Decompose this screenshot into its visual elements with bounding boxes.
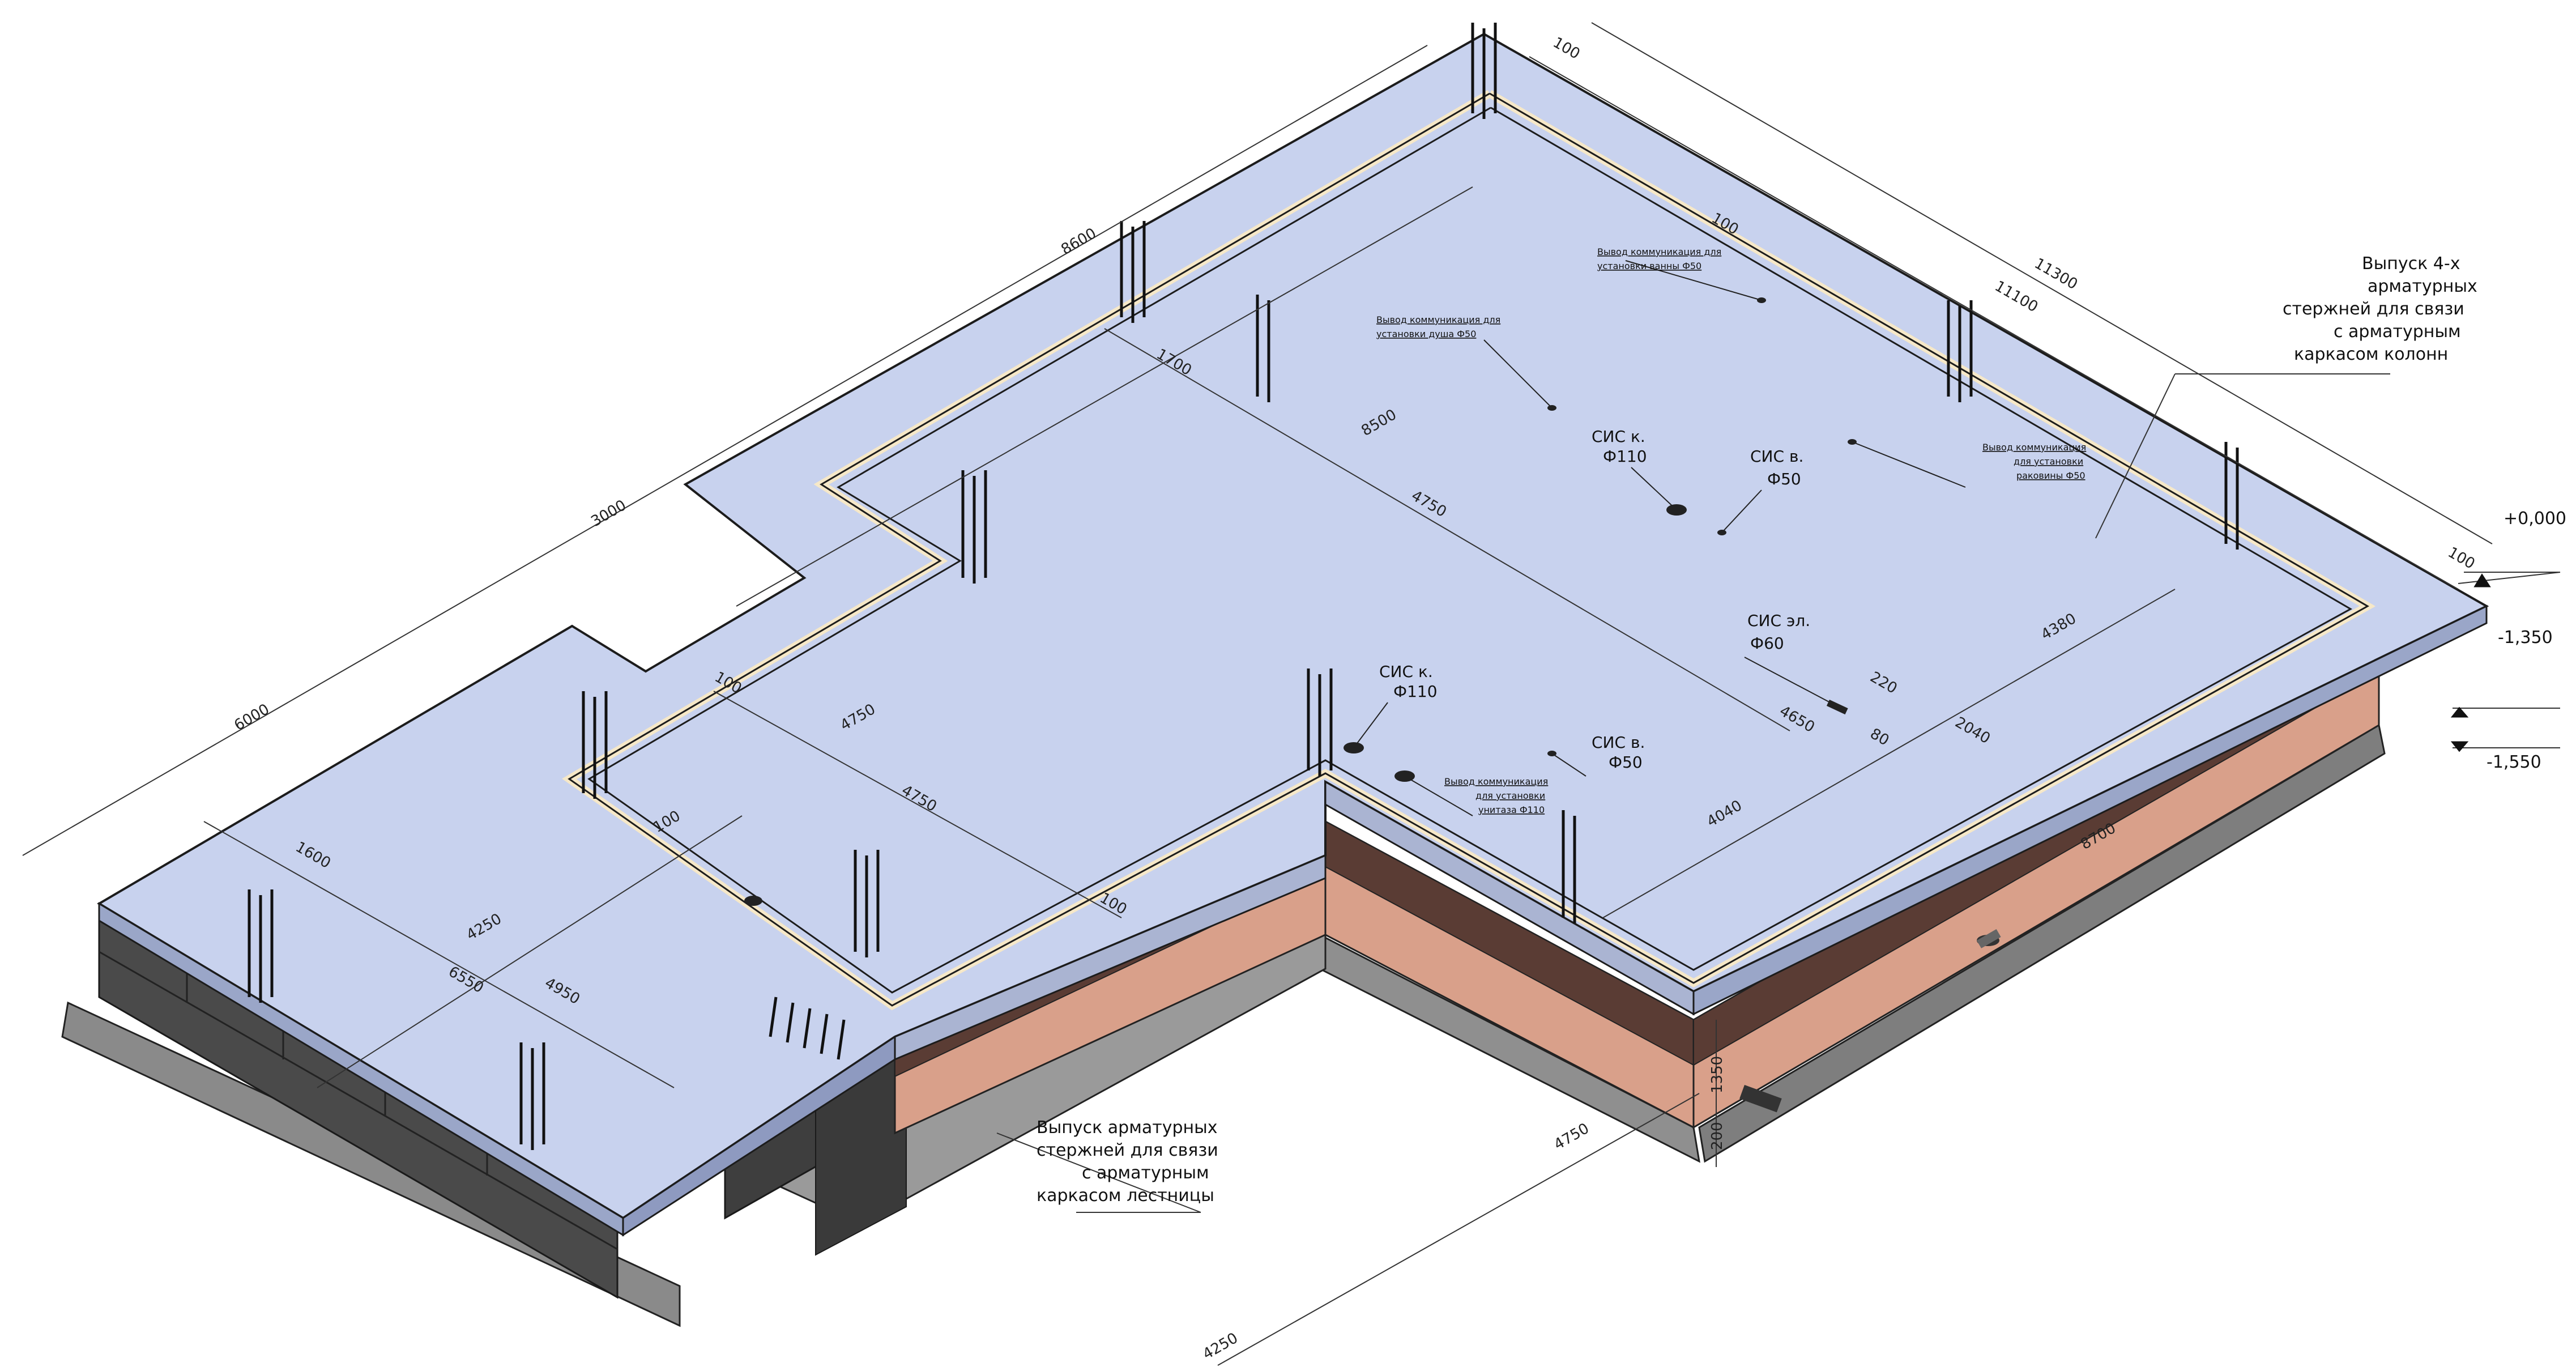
note-toilet-1: Вывод коммуникация (1444, 776, 1548, 787)
tag-sis-k-top-1: СИС к. (1592, 427, 1645, 446)
tag-sis-v-bottom-1: СИС в. (1592, 733, 1645, 752)
callout-columns-4: с арматурным (2334, 322, 2461, 342)
callout-stairs-1: Выпуск арматурных (1037, 1118, 1218, 1138)
beam-lines (562, 90, 2376, 1011)
level-minus1550: -1,550 (2487, 752, 2541, 772)
dim-200: 200 (1709, 1122, 1726, 1150)
level-minus1350: -1,350 (2498, 628, 2553, 648)
tag-sis-v-bottom-2: Ф50 (1609, 753, 1643, 772)
footing-strip-east (1698, 723, 2386, 1163)
note-sink-2: для установки (2014, 456, 2083, 467)
vent-east (1977, 929, 2001, 948)
dim-1350: 1350 (1709, 1056, 1726, 1093)
note-sink-1: Вывод коммуникация (1982, 442, 2086, 453)
rebar-clusters (248, 23, 2239, 1150)
slab-edge-stair (622, 1035, 896, 1237)
callout-columns-5: каркасом колонн (2294, 344, 2448, 364)
callout-stairs-2: стержней для связи (1037, 1140, 1218, 1160)
level-zero: +0,000 (2504, 509, 2566, 529)
note-toilet-3: унитаза Ф110 (1478, 804, 1545, 815)
dim-4250-bottom: 4250 (1200, 1330, 1241, 1363)
note-bath-1: Вывод коммуникация для (1597, 246, 1721, 257)
note-shower-2: установки душа Ф50 (1376, 329, 1476, 339)
dimension-lines (22, 22, 2561, 1366)
note-shower-1: Вывод коммуникация для (1376, 314, 1500, 325)
dim-100-right: 100 (2445, 544, 2478, 573)
pipe-stub (1739, 1085, 1782, 1113)
callout-stairs-4: каркасом лестницы (1037, 1186, 1214, 1206)
callout-stairs-3: с арматурным (1082, 1163, 1209, 1183)
tag-sis-k-bottom-1: СИС к. (1379, 662, 1433, 681)
dim-100-top: 100 (1550, 34, 1583, 63)
note-sink-3: раковины Ф50 (2016, 470, 2085, 481)
note-toilet-2: для установки (1475, 790, 1545, 801)
tag-leaders (1353, 260, 1966, 816)
tag-sis-k-bottom-2: Ф110 (1393, 682, 1438, 701)
callout-columns-1: Выпуск 4-х (2362, 254, 2460, 274)
note-bath-2: установки ванны Ф50 (1597, 261, 1701, 271)
callout-columns-3: стержней для связи (2283, 299, 2464, 319)
tag-sis-v-top-2: Ф50 (1767, 470, 1801, 488)
dim-11100: 11100 (1992, 278, 2041, 316)
dim-6000: 6000 (232, 701, 272, 734)
callout-columns-2: арматурных (2368, 276, 2477, 296)
level-markers (2450, 573, 2491, 752)
tag-sis-k-top-2: Ф110 (1603, 447, 1647, 466)
dim-11300: 11300 (2032, 255, 2081, 293)
slab-edge-south (1324, 780, 1695, 1016)
dim-3000: 3000 (588, 497, 629, 530)
slab-openings (744, 297, 1857, 906)
tag-sis-v-top-1: СИС в. (1750, 447, 1803, 466)
tag-sis-el-1: СИС эл. (1747, 611, 1810, 630)
tag-sis-el-2: Ф60 (1750, 634, 1784, 653)
